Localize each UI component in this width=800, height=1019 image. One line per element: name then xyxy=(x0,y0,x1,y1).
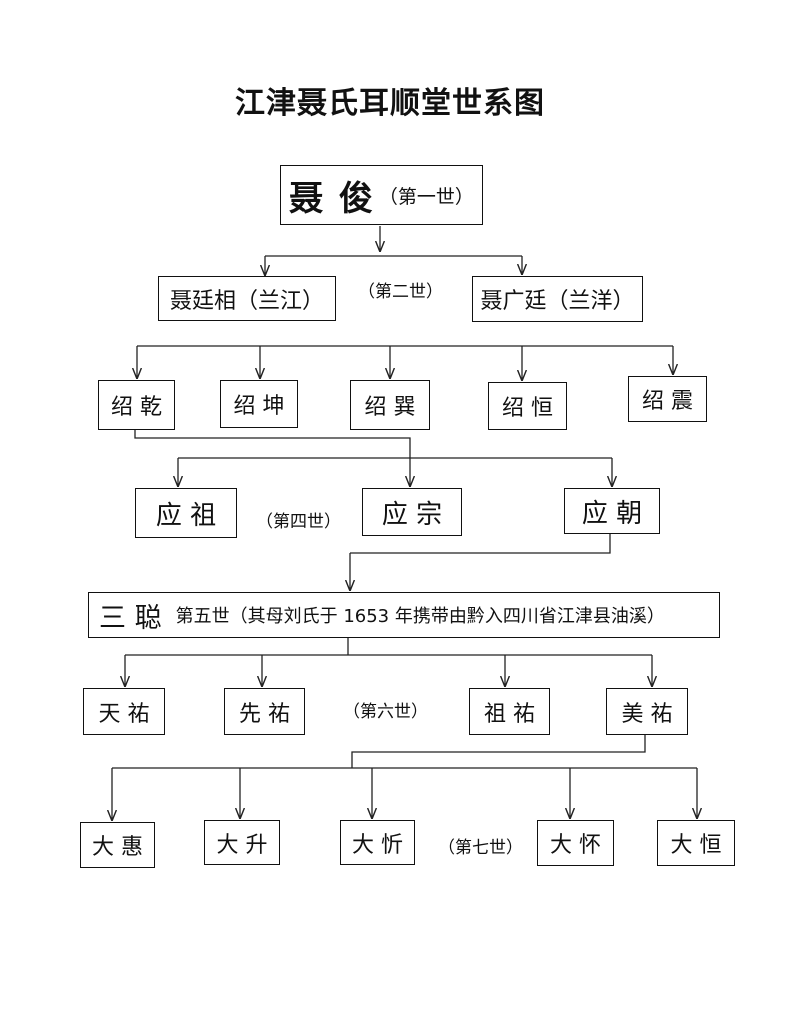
gen5-label: 第五世（其母刘氏于 1653 年携带由黔入四川省江津县油溪） xyxy=(175,606,665,627)
gen5-box: 三 聪 第五世（其母刘氏于 1653 年携带由黔入四川省江津县油溪） xyxy=(88,592,720,638)
gen1-box: 聂 俊 （第一世） xyxy=(280,165,483,225)
gen6-to-gen7-connector xyxy=(351,735,646,768)
gen7-box-3: 大 忻 xyxy=(340,820,415,865)
gen4-label: （第四世） xyxy=(256,512,341,532)
gen4-box-1: 应 祖 xyxy=(135,488,237,538)
gen6-box-1: 天 祐 xyxy=(83,688,165,735)
gen6-label: （第六世） xyxy=(343,702,428,722)
gen6-box-3: 祖 祐 xyxy=(469,688,550,735)
gen7-box-4: 大 怀 xyxy=(537,820,614,866)
gen1-name: 聂 俊 xyxy=(289,178,375,219)
gen4-box-3: 应 朝 xyxy=(564,488,660,534)
gen4-box-2: 应 宗 xyxy=(362,488,462,536)
gen6-box-4: 美 祐 xyxy=(606,688,688,735)
gen5-name: 三 聪 xyxy=(99,602,162,634)
gen3-box-3: 绍 巽 xyxy=(350,380,430,430)
gen3-to-gen4-connector xyxy=(134,430,411,458)
gen7-label: （第七世） xyxy=(438,838,523,858)
gen3-box-5: 绍 震 xyxy=(628,376,707,422)
gen4-to-gen5-connector xyxy=(350,534,611,554)
gen7-box-5: 大 恒 xyxy=(657,820,735,866)
gen2-box-1: 聂廷相（兰江） xyxy=(158,276,336,321)
diagram-title: 江津聂氏耳顺堂世系图 xyxy=(235,86,545,121)
gen6-box-2: 先 祐 xyxy=(224,688,305,735)
gen3-box-2: 绍 坤 xyxy=(220,380,298,428)
gen3-box-4: 绍 恒 xyxy=(488,382,567,430)
gen3-box-1: 绍 乾 xyxy=(98,380,175,430)
gen2-label: （第二世） xyxy=(358,282,443,302)
gen7-box-2: 大 升 xyxy=(204,820,280,865)
gen7-box-1: 大 惠 xyxy=(80,822,155,868)
gen2-box-2: 聂广廷（兰洋） xyxy=(472,276,643,322)
gen1-label: （第一世） xyxy=(378,185,474,208)
